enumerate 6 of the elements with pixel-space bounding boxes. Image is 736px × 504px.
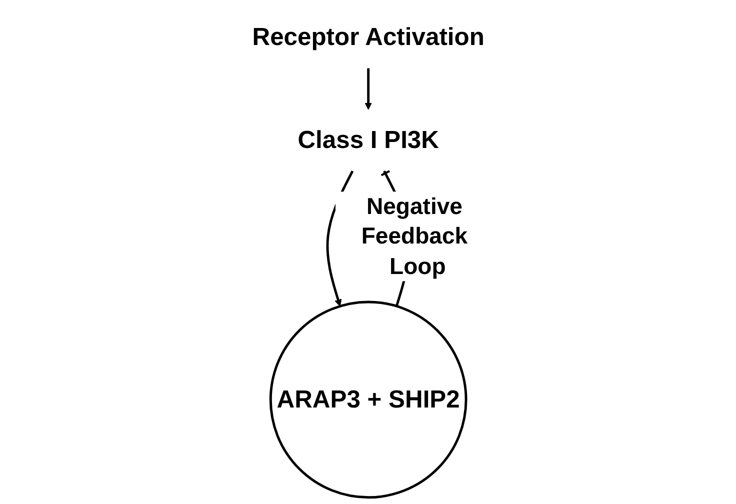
- node-text: Receptor Activation: [252, 24, 484, 52]
- arrow: [364, 68, 372, 110]
- edge-label: Negative Feedback Loop: [361, 193, 468, 279]
- arrow: [326, 170, 354, 306]
- node-text: Class I PI3K: [297, 126, 439, 154]
- node-circle: ARAP3 + SHIP2: [269, 300, 467, 499]
